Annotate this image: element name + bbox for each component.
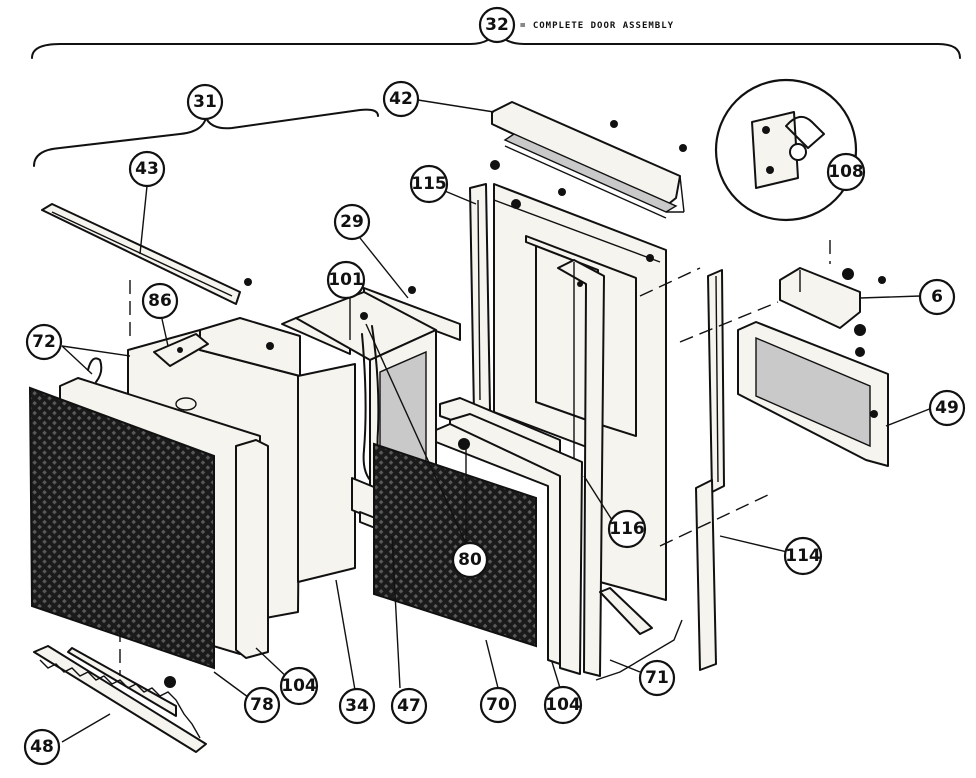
callout-116: 116 xyxy=(607,509,647,549)
svg-text:78: 78 xyxy=(250,695,274,715)
svg-text:71: 71 xyxy=(645,668,669,688)
callout-48: 48 xyxy=(23,728,61,766)
callout-114: 114 xyxy=(783,536,823,576)
callout-101: 101 xyxy=(326,260,366,300)
part-71-bottom-foot xyxy=(595,587,683,681)
callout-71: 71 xyxy=(638,659,676,697)
callout-31: 31 xyxy=(186,83,224,121)
svg-text:86: 86 xyxy=(148,291,172,311)
callout-47: 47 xyxy=(390,687,428,725)
svg-text:108: 108 xyxy=(828,162,864,182)
svg-text:29: 29 xyxy=(340,212,364,232)
callout-80: 80 xyxy=(451,541,489,579)
svg-text:34: 34 xyxy=(345,696,369,716)
svg-text:70: 70 xyxy=(486,695,510,715)
callout-32: 32 xyxy=(478,6,516,44)
callout-49: 49 xyxy=(928,389,966,427)
callout-86: 86 xyxy=(141,282,179,320)
part-43-long-bar xyxy=(41,203,252,305)
svg-text:43: 43 xyxy=(135,159,159,179)
part-42-top-channel xyxy=(490,101,687,219)
callout-104-left: 104 xyxy=(279,666,319,706)
assembly-note: = COMPLETE DOOR ASSEMBLY xyxy=(520,21,674,31)
detail-108-hinge-closeup xyxy=(714,78,858,222)
svg-text:32: 32 xyxy=(485,15,509,35)
svg-text:101: 101 xyxy=(328,270,364,290)
part-115-side-strip xyxy=(469,183,491,415)
svg-text:115: 115 xyxy=(411,174,447,194)
part-6-hinge-bracket xyxy=(779,267,886,357)
callout-108: 108 xyxy=(826,152,866,192)
svg-text:49: 49 xyxy=(935,398,959,418)
svg-text:116: 116 xyxy=(609,519,645,539)
right-filter-panel xyxy=(373,397,583,675)
left-filter-panel xyxy=(28,317,356,670)
part-86-bracket xyxy=(153,333,209,367)
part-49-side-box xyxy=(737,321,889,467)
callout-6: 6 xyxy=(918,278,956,316)
svg-text:104: 104 xyxy=(545,695,581,715)
svg-text:72: 72 xyxy=(32,332,56,352)
callout-104-right: 104 xyxy=(543,685,583,725)
callout-115: 115 xyxy=(409,164,449,204)
svg-text:31: 31 xyxy=(193,92,217,112)
callout-70: 70 xyxy=(479,686,517,724)
svg-text:42: 42 xyxy=(389,89,413,109)
alignment-lines xyxy=(119,240,831,676)
svg-text:6: 6 xyxy=(931,287,943,307)
callout-42: 42 xyxy=(382,80,420,118)
svg-text:114: 114 xyxy=(785,546,821,566)
callout-29: 29 xyxy=(333,203,371,241)
svg-text:104: 104 xyxy=(281,676,317,696)
callout-43: 43 xyxy=(128,150,166,188)
callout-34: 34 xyxy=(338,687,376,725)
callout-78: 78 xyxy=(243,686,281,724)
svg-text:47: 47 xyxy=(397,696,421,716)
svg-text:48: 48 xyxy=(30,737,54,757)
part-48-bottom-strip xyxy=(33,645,207,753)
svg-text:80: 80 xyxy=(458,550,482,570)
callout-72: 72 xyxy=(25,323,63,361)
